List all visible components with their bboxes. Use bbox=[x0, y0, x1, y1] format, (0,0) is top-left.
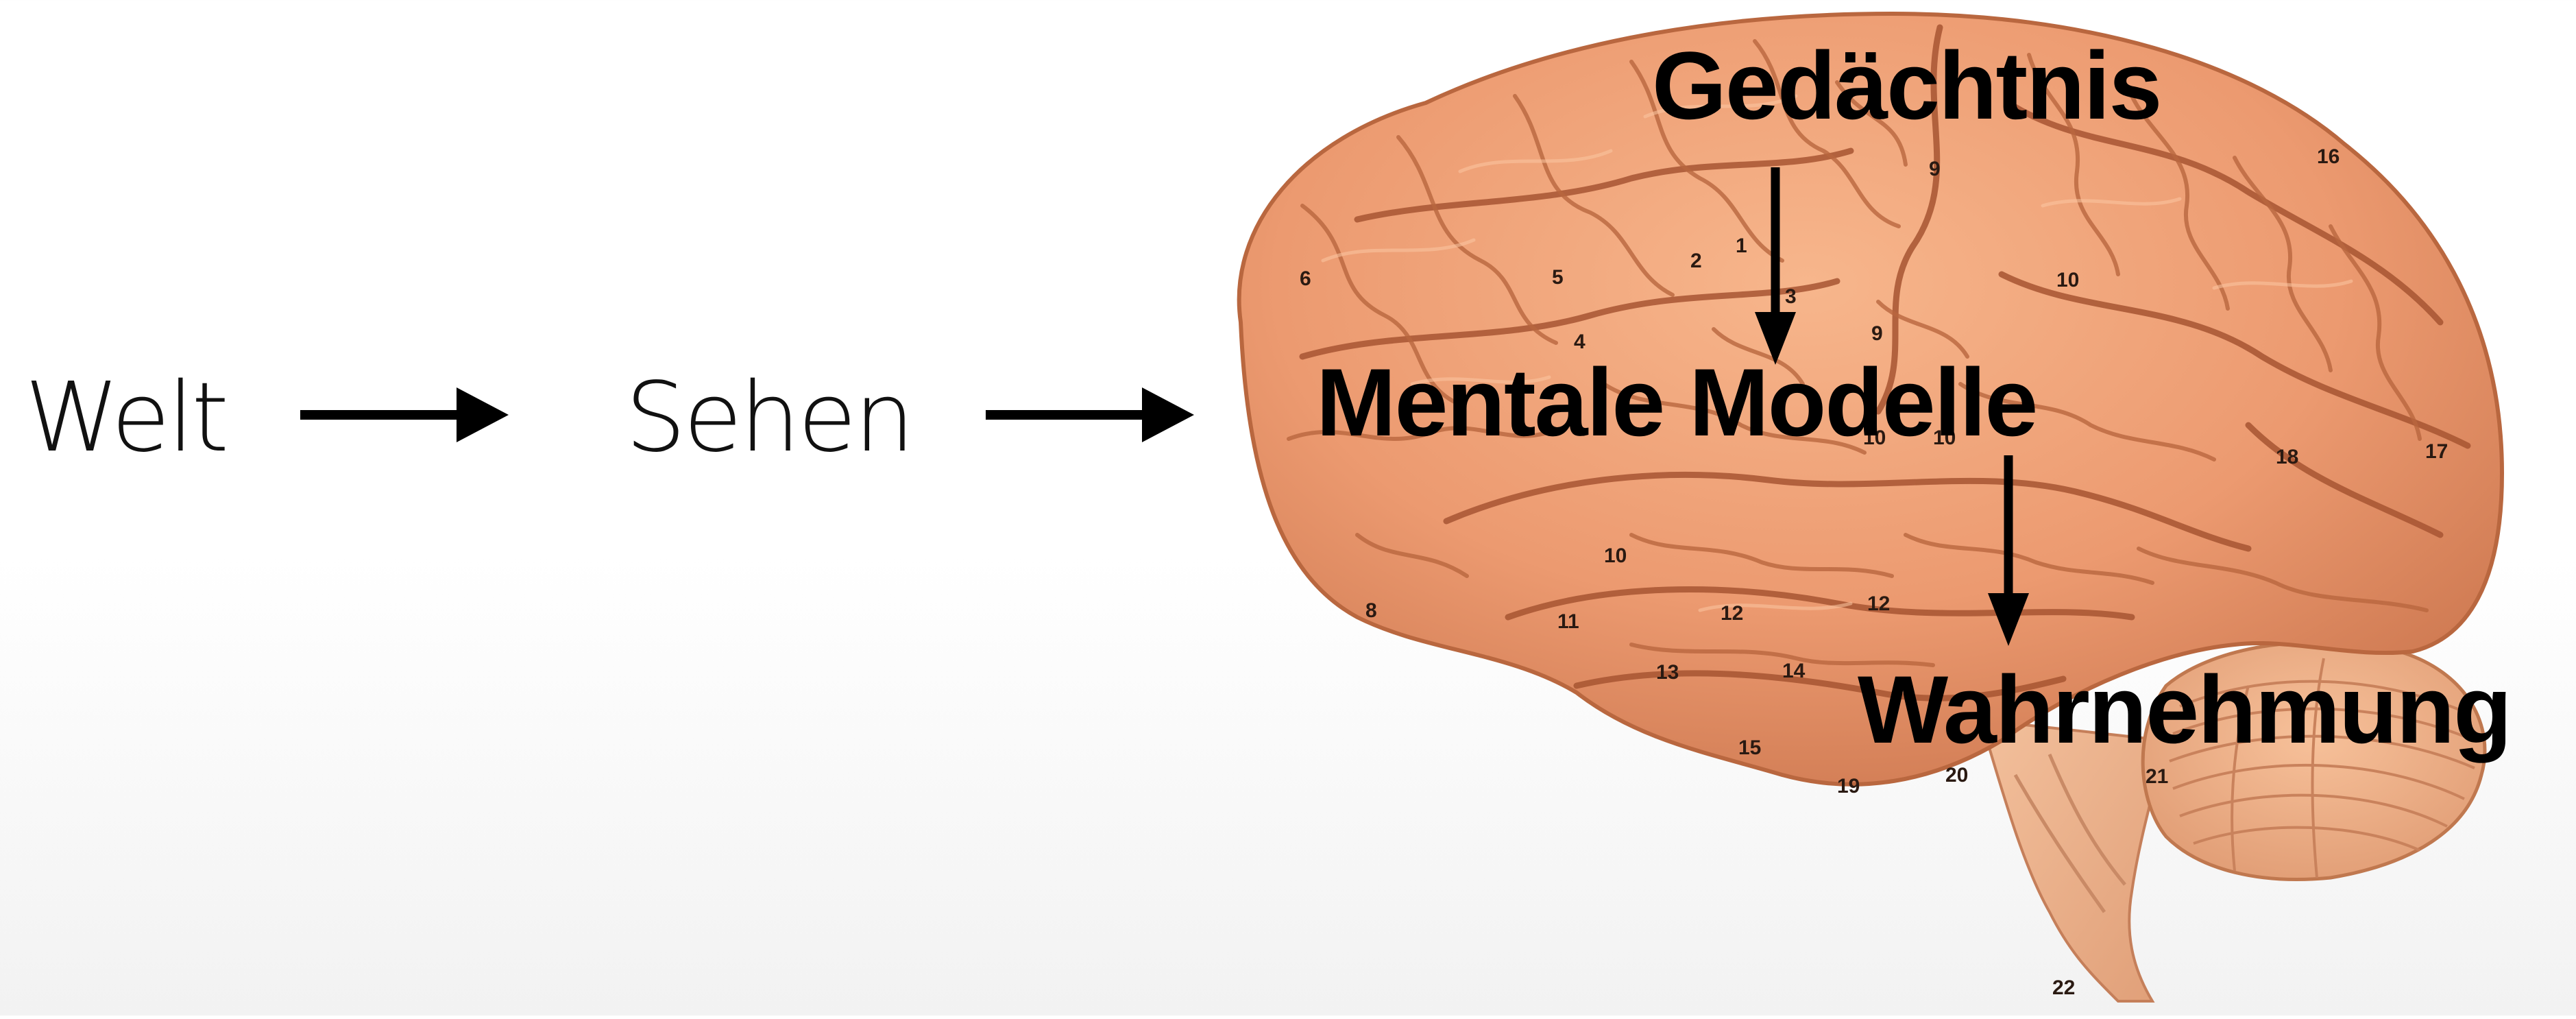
brain-number-1: 1 bbox=[1736, 235, 1747, 257]
arrow-models-to-perception bbox=[1988, 453, 2029, 651]
brain-illustration: 1 2 3 4 5 6 8 9 9 10 10 10 10 11 12 12 1… bbox=[1220, 0, 2576, 1016]
perception-label: Wahrnehmung bbox=[1858, 662, 2511, 758]
world-label: Welt bbox=[25, 370, 226, 466]
arrow-seeing-to-brain bbox=[980, 384, 1200, 446]
brain-number-17: 17 bbox=[2425, 440, 2448, 463]
brain-number-15: 15 bbox=[1738, 736, 1761, 759]
brain-number-13: 13 bbox=[1656, 661, 1679, 684]
brain-number-10a: 10 bbox=[2056, 269, 2079, 291]
brain-number-14: 14 bbox=[1782, 660, 1806, 682]
brain-number-12a: 12 bbox=[1721, 602, 1743, 625]
arrow-memory-to-models bbox=[1755, 165, 1796, 370]
brain-number-16: 16 bbox=[2317, 145, 2340, 168]
brain-number-11: 11 bbox=[1557, 610, 1579, 633]
brain-number-19: 19 bbox=[1837, 775, 1860, 798]
memory-label: Gedächtnis bbox=[1652, 38, 2161, 134]
brain-number-9a: 9 bbox=[1929, 158, 1941, 180]
brain-number-21: 21 bbox=[2146, 765, 2168, 788]
brain-number-10d: 10 bbox=[1604, 544, 1627, 567]
arrow-world-to-seeing bbox=[295, 384, 514, 446]
brain-number-20: 20 bbox=[1945, 764, 1968, 787]
brain-number-8: 8 bbox=[1365, 599, 1377, 622]
brain-number-2: 2 bbox=[1690, 250, 1702, 272]
seeing-label: Sehen bbox=[625, 370, 912, 466]
brain-number-5: 5 bbox=[1552, 266, 1564, 289]
brain-number-9b: 9 bbox=[1871, 322, 1883, 345]
brain-number-6: 6 bbox=[1300, 267, 1311, 290]
brain-number-12b: 12 bbox=[1867, 592, 1890, 615]
brain-number-18: 18 bbox=[2276, 446, 2298, 468]
brain-number-22: 22 bbox=[2052, 976, 2075, 999]
mental-models-label: Mentale Modelle bbox=[1316, 355, 2037, 451]
